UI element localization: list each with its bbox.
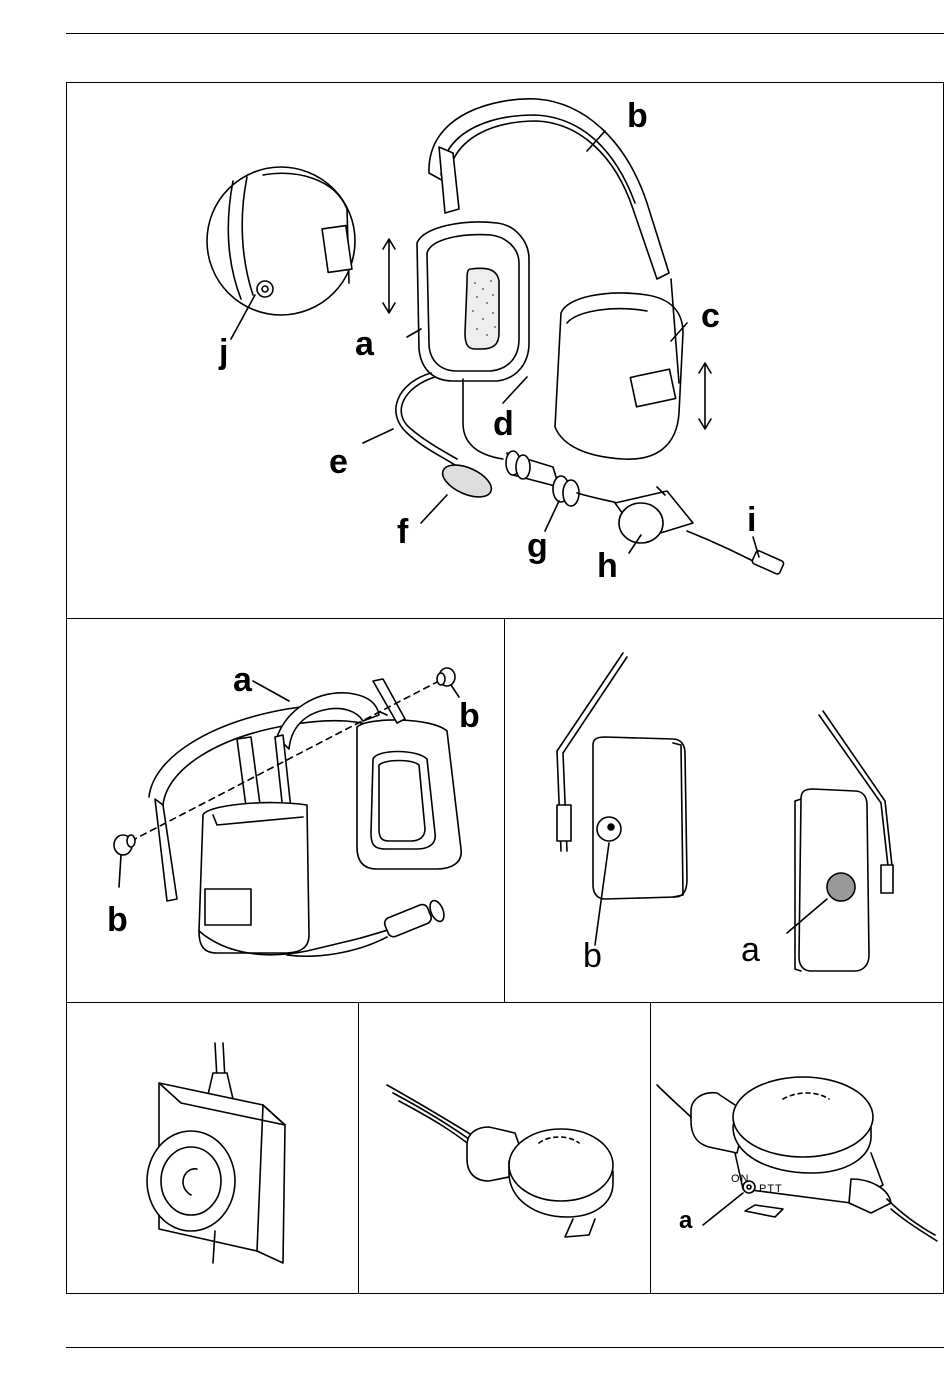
label-f: f: [397, 515, 408, 549]
round-switch-drawing: [359, 1003, 653, 1295]
label-b: b: [627, 99, 648, 133]
box-switch-panel: [66, 1002, 360, 1294]
label-a: a: [679, 1209, 692, 1233]
label-j: j: [219, 335, 228, 369]
label-e: e: [329, 445, 348, 479]
round-switch-panel: [358, 1002, 652, 1294]
earcup-side-views-panel: b a: [504, 618, 944, 1004]
on-marking: ON: [731, 1173, 750, 1185]
label-c: c: [701, 299, 720, 333]
box-switch-drawing: [67, 1003, 361, 1295]
label-a: a: [741, 933, 760, 967]
label-b: b: [583, 939, 602, 973]
label-b-right: b: [459, 699, 480, 733]
label-i: i: [747, 503, 756, 537]
ptt-marking: PTT: [759, 1183, 783, 1195]
headset-overview-drawing: [67, 83, 945, 621]
label-h: h: [597, 549, 618, 583]
label-d: d: [493, 407, 514, 441]
label-a: a: [355, 327, 374, 361]
headband-assembly-drawing: [67, 619, 507, 1005]
label-b-left: b: [107, 903, 128, 937]
headband-assembly-panel: a b b: [66, 618, 506, 1004]
earcup-side-views-drawing: [505, 619, 945, 1005]
top-rule: [66, 33, 944, 34]
label-g: g: [527, 529, 548, 563]
ptt-lock-switch-drawing: [651, 1003, 945, 1295]
bottom-rule: [66, 1347, 944, 1348]
ptt-lock-switch-panel: ON PTT a: [650, 1002, 944, 1294]
label-a: a: [233, 663, 252, 697]
headset-overview-panel: b c a d e f g h i j: [66, 82, 944, 620]
